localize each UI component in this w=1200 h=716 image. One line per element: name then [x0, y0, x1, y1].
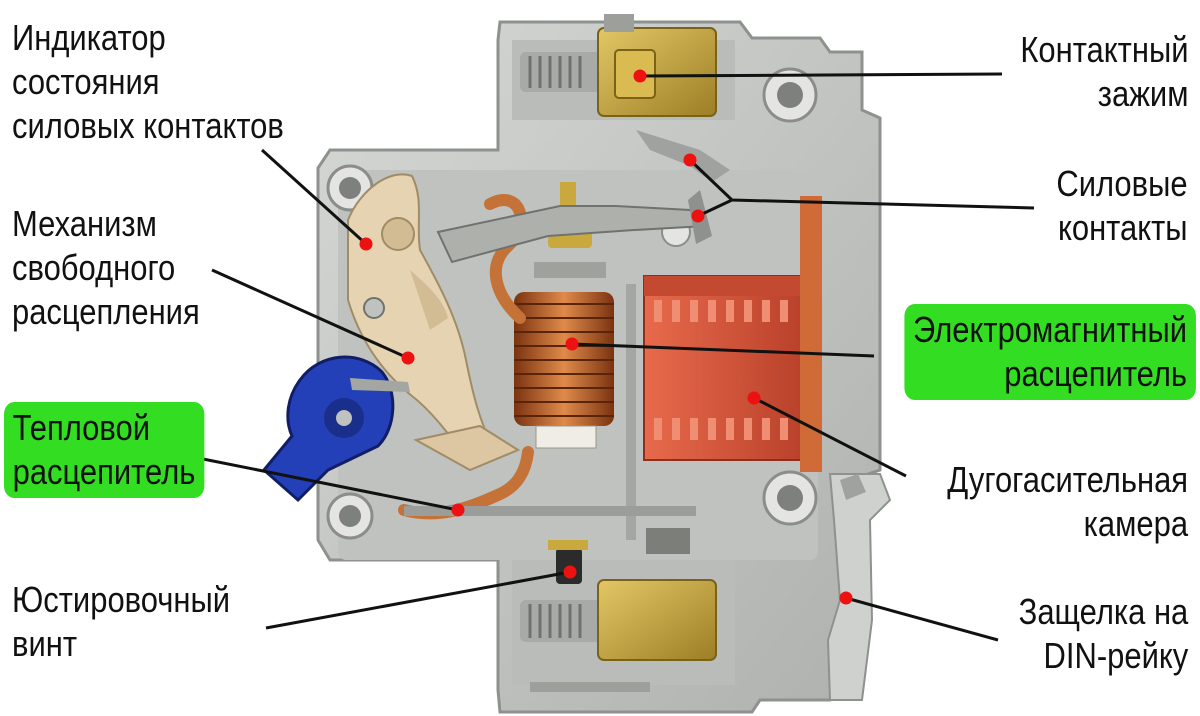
label-free-trip-mechanism: Механизм свободного расцепления — [12, 202, 200, 334]
red-dot-marker — [747, 391, 761, 405]
red-dot-marker — [401, 351, 415, 365]
toggle-handle — [261, 355, 410, 503]
label-free-trip-mechanism-line2: свободного — [12, 247, 176, 288]
label-status-indicator: Индикатор состояния силовых контактов — [12, 16, 284, 148]
label-adjusting-screw-line2: винт — [12, 623, 78, 664]
label-contact-clamp-line2: зажим — [1097, 73, 1188, 114]
label-thermal-release-line1: Тепловой — [12, 407, 151, 448]
bimetal-strip — [404, 506, 696, 516]
top-terminal-clamp — [520, 14, 717, 117]
label-arc-chute: Дугогасительная камера — [947, 458, 1188, 546]
label-electromagnetic-release: Электромагнитный расцепитель — [904, 304, 1196, 400]
leader-line-thermal-release — [197, 456, 459, 512]
label-power-contacts-line2: контакты — [1058, 207, 1188, 248]
label-electromagnetic-release-line2: расцепитель — [1004, 353, 1188, 394]
red-dot-marker — [633, 69, 647, 83]
label-arc-chute-line1: Дугогасительная — [947, 459, 1188, 500]
markers — [359, 69, 853, 605]
label-electromagnetic-release-line1: Электромагнитный — [913, 309, 1188, 350]
leader-line-electromagnetic-release — [571, 342, 875, 358]
label-din-rail-latch-line2: DIN-рейку — [1043, 635, 1188, 676]
label-adjusting-screw: Юстировочный винт — [12, 578, 230, 666]
din-rail-latch-part — [826, 473, 892, 701]
red-dot-marker — [565, 337, 579, 351]
leader-line-contact-clamp — [639, 72, 1003, 78]
bottom-terminal-clamp — [520, 528, 717, 692]
arc-chute-part — [643, 196, 822, 472]
label-adjusting-screw-line1: Юстировочный — [12, 579, 231, 620]
label-power-contacts-line1: Силовые — [1056, 163, 1188, 204]
electromagnetic-coil — [514, 182, 636, 540]
mounting-holes — [326, 67, 818, 540]
red-dot-marker — [683, 153, 697, 167]
leader-line-din-rail-latch — [845, 596, 999, 642]
label-arc-chute-line2: камера — [1083, 503, 1188, 544]
label-status-indicator-line1: Индикатор — [12, 17, 166, 58]
red-dot-marker — [451, 503, 465, 517]
red-dot-marker — [359, 237, 373, 251]
label-free-trip-mechanism-line1: Механизм — [12, 203, 157, 244]
label-power-contacts: Силовые контакты — [1057, 162, 1188, 250]
leader-line-free-trip-mechanism — [211, 268, 409, 360]
label-free-trip-mechanism-line3: расцепления — [12, 291, 200, 332]
label-thermal-release: Тепловой расцепитель — [4, 402, 205, 498]
leader-lines — [197, 72, 1035, 642]
label-thermal-release-line2: расцепитель — [12, 451, 196, 492]
red-dot-marker — [691, 209, 705, 223]
label-contact-clamp-line1: Контактный — [1019, 29, 1188, 70]
leader-line-adjusting-screw — [265, 570, 571, 630]
label-din-rail-latch-line1: Защелка на — [1018, 591, 1188, 632]
red-dot-marker — [563, 565, 577, 579]
label-contact-clamp: Контактный зажим — [1020, 28, 1188, 116]
free-trip-mechanism-part — [347, 173, 521, 472]
leader-line-status-indicator — [260, 148, 368, 246]
red-dot-marker — [839, 591, 853, 605]
leader-line-arc-chute — [753, 396, 907, 478]
label-status-indicator-line3: силовых контактов — [12, 105, 284, 146]
label-status-indicator-line2: состояния — [12, 61, 160, 102]
label-din-rail-latch: Защелка на DIN-рейку — [1018, 590, 1188, 678]
